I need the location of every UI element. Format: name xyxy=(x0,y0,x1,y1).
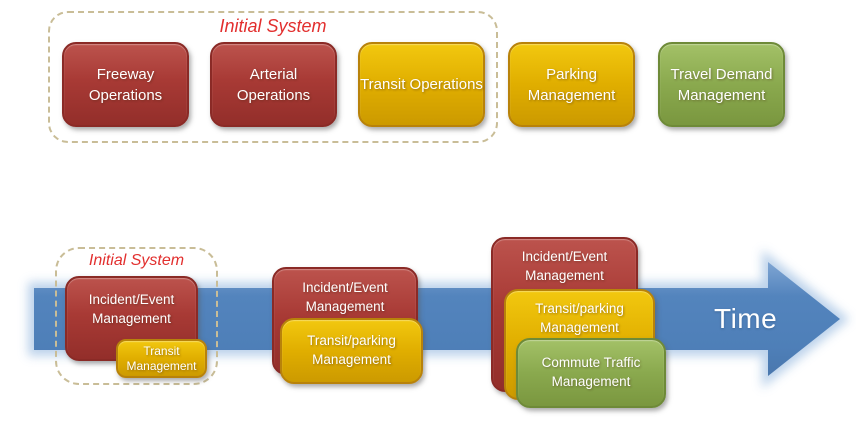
box-arterial-operations: Arterial Operations xyxy=(210,42,337,127)
initial-system-frame-timeline xyxy=(55,247,218,385)
box-parking-management: Parking Management xyxy=(508,42,635,127)
box-label: Transit/parking Management xyxy=(307,333,396,367)
box-label: Incident/Event Management xyxy=(521,249,608,283)
box-label: Transit/parking Management xyxy=(535,301,624,335)
box-label: Transit Management xyxy=(126,344,197,373)
initial-system-label-top: Initial System xyxy=(219,16,327,36)
box-label: Travel Demand Management xyxy=(670,65,773,104)
box-transit-operations: Transit Operations xyxy=(358,42,485,127)
box-travel-demand-management: Travel Demand Management xyxy=(658,42,785,127)
box-label: Incident/Event Management xyxy=(88,292,175,326)
box-label: Parking Management xyxy=(527,65,616,104)
box-label: Commute Traffic Management xyxy=(541,355,641,389)
stage3-box-commute-traffic-management: Commute Traffic Management xyxy=(516,338,666,408)
stage1-box-transit-management: Transit Management xyxy=(116,339,207,378)
box-freeway-operations: Freeway Operations xyxy=(62,42,189,127)
box-label: Arterial Operations xyxy=(236,65,311,104)
box-label: Freeway Operations xyxy=(88,65,163,104)
time-arrow-label: Time xyxy=(714,303,778,334)
initial-system-frame-top xyxy=(48,11,498,143)
box-label: Incident/Event Management xyxy=(302,280,388,314)
box-label: Transit Operations xyxy=(360,76,483,93)
initial-system-label-timeline: Initial System xyxy=(88,252,185,269)
stage2-box-transit-parking-management: Transit/parking Management xyxy=(280,318,423,384)
